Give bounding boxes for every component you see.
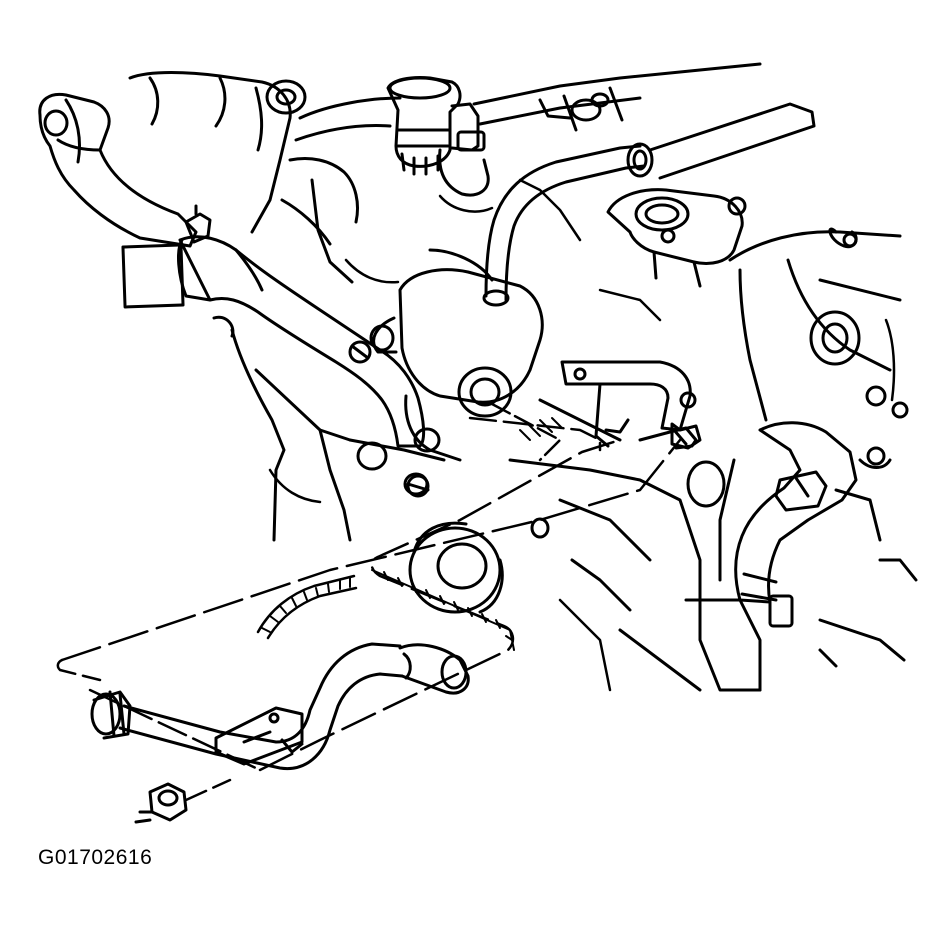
- thermostat-housing: [606, 188, 747, 288]
- serpentine-belt: [56, 402, 682, 772]
- crank-pulley-arc: [256, 574, 358, 640]
- figure-id-label: G01702616: [38, 846, 153, 869]
- upper-left-bracket: [38, 92, 198, 248]
- idler-pulley: [408, 521, 504, 614]
- engine-block-lower: [230, 328, 762, 692]
- heater-hose-upper: [482, 102, 816, 307]
- engine-outline-misc: [268, 178, 896, 692]
- lower-coolant-pipe: [90, 642, 470, 771]
- engine-block-right: [684, 227, 918, 692]
- mounting-bracket: [560, 360, 702, 450]
- belt-teeth: [371, 417, 563, 651]
- misc-bolts: [348, 340, 430, 498]
- intake-manifold: [128, 71, 402, 284]
- fuel-rail: [472, 62, 762, 132]
- upper-hose-left: [121, 204, 426, 448]
- sensor-connector: [386, 76, 490, 197]
- lower-right-hose: [734, 421, 858, 628]
- stud-bolt: [604, 418, 698, 450]
- water-pump: [369, 248, 544, 462]
- hex-nut: [134, 778, 232, 824]
